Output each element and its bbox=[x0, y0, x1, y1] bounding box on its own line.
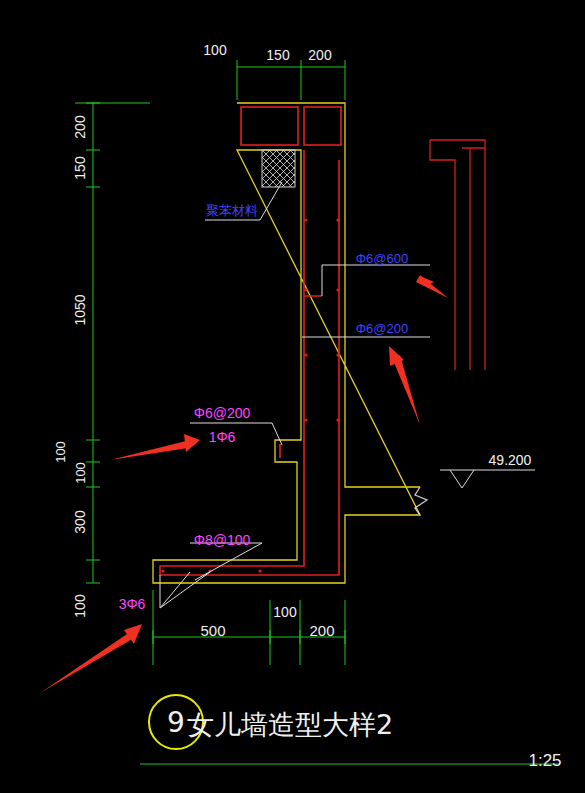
dimension-label: 150 bbox=[266, 48, 289, 62]
dimension-label: 100 bbox=[73, 594, 87, 617]
dimension-label: 100 bbox=[203, 43, 226, 57]
dimension-label: 聚苯材料 bbox=[206, 204, 258, 217]
dimension-label: 3Φ6 bbox=[119, 597, 146, 611]
dimension-label: 1:25 bbox=[528, 752, 561, 769]
dimension-label: 200 bbox=[309, 623, 334, 638]
dimension-label: Φ8@100 bbox=[194, 533, 251, 547]
dimension-label: 1050 bbox=[73, 294, 87, 325]
dimension-label: Φ6@200 bbox=[356, 322, 409, 335]
dimension-label: 200 bbox=[308, 48, 331, 62]
dimension-label: 150 bbox=[73, 156, 87, 179]
dimension-label: 100 bbox=[74, 462, 87, 484]
dimension-label: 1Φ6 bbox=[209, 430, 236, 444]
dimension-label: 200 bbox=[73, 115, 87, 138]
detail-number: 9 bbox=[167, 706, 185, 739]
detail-title: 女儿墙造型大样2 bbox=[187, 711, 393, 738]
dimension-label: 300 bbox=[73, 510, 87, 533]
dimension-label: 100 bbox=[273, 605, 296, 619]
dimension-label: Φ6@200 bbox=[194, 406, 251, 420]
dimension-label: 500 bbox=[200, 623, 225, 638]
dimension-label: Φ6@600 bbox=[356, 252, 409, 265]
dimension-label: 100 bbox=[54, 441, 67, 463]
dimension-label: 49.200 bbox=[489, 453, 532, 467]
